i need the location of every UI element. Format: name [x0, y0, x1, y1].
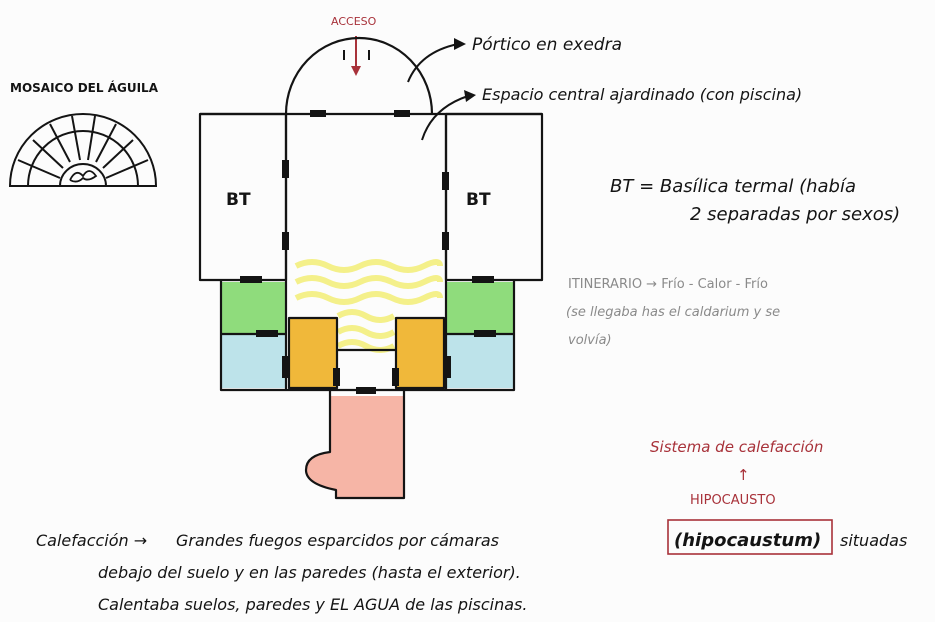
portico-label: Pórtico en exedra	[472, 35, 622, 55]
mosaic-title: MOSAICO DEL ÁGUILA	[10, 80, 159, 95]
bt-left-label: BT	[226, 190, 251, 210]
heating-note-line1-b: situadas	[840, 531, 907, 550]
heating-system-label: Sistema de calefacción	[650, 438, 823, 456]
heating-note-line2: debajo del suelo y en las paredes (hasta…	[98, 563, 521, 582]
heating-note-boxed: (hipocaustum)	[674, 530, 821, 551]
hypocaustum-box	[667, 519, 833, 555]
itinerary-line1: ITINERARIO → Frío - Calor - Frío	[568, 277, 768, 292]
frigidarium-left	[221, 334, 287, 388]
central-space-arrow-icon	[421, 90, 476, 141]
hypocaust-label: HIPOCAUSTO	[690, 493, 776, 508]
access-label: ACCESO	[331, 15, 377, 28]
access-arrow-icon	[343, 36, 370, 76]
caldarium-left	[289, 318, 337, 388]
furnace-room	[306, 396, 404, 498]
up-arrow-icon: ↑	[737, 466, 750, 484]
tepidarium-left	[221, 282, 287, 334]
itinerary-line3: volvía)	[568, 333, 612, 348]
pool-water	[294, 259, 443, 353]
itinerary-line2: (se llegaba has el caldarium y se	[566, 305, 780, 320]
frigidarium-right	[446, 334, 514, 388]
heating-note-line1-a: Grandes fuegos esparcidos por cámaras	[176, 531, 499, 550]
eagle-mosaic-icon	[8, 113, 158, 187]
heating-note-prefix: Calefacción →	[36, 531, 147, 550]
portico-arrow-icon	[407, 38, 466, 83]
bt-legend-line2: 2 separadas por sexos)	[690, 204, 900, 225]
bt-right-label: BT	[466, 190, 491, 210]
heating-note-line3: Calentaba suelos, paredes y EL AGUA de l…	[98, 595, 527, 614]
central-space-label: Espacio central ajardinado (con piscina)	[482, 85, 802, 104]
tepidarium-right	[446, 282, 514, 334]
caldarium-right	[396, 318, 444, 388]
door-marks	[240, 110, 496, 394]
bt-legend-line1: BT = Basílica termal (había	[610, 176, 856, 197]
